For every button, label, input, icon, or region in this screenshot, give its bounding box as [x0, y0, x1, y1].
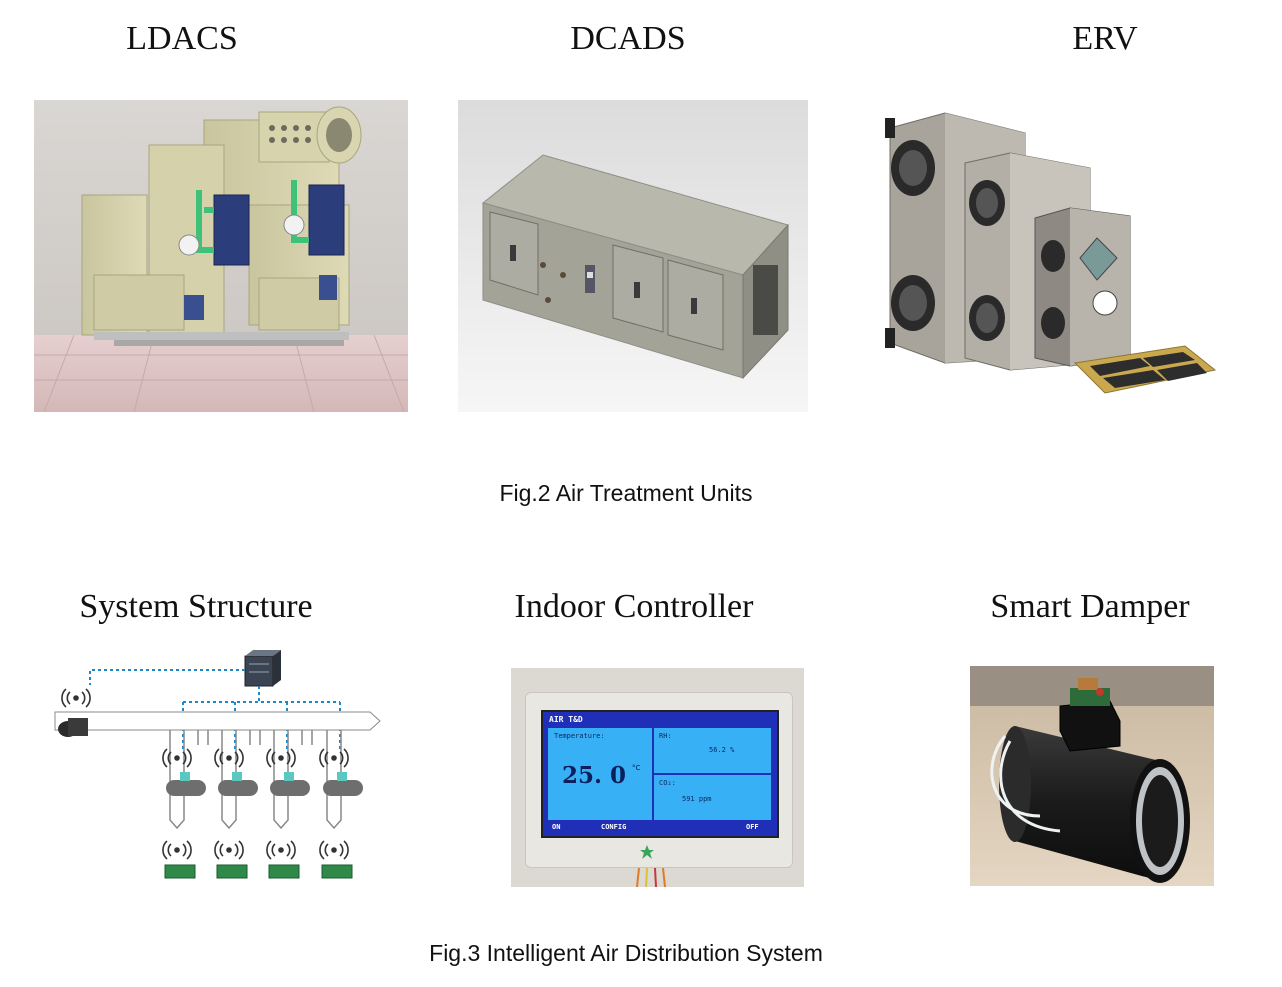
figure-3-caption: Fig.3 Intelligent Air Distribution Syste… — [429, 940, 823, 966]
rh-value: 56.2 % — [709, 746, 735, 754]
server-icon — [244, 650, 281, 687]
smart-damper-photo — [970, 666, 1214, 886]
system-structure-title: System Structure — [79, 588, 313, 625]
ldacs-title: LDACS — [126, 20, 238, 57]
on-button[interactable]: ON — [552, 823, 561, 831]
humidity-panel: RH: 56.2 % — [654, 728, 771, 773]
co2-value: 591 ppm — [682, 795, 712, 803]
dcads-image — [458, 100, 808, 412]
dcads-title: DCADS — [570, 20, 686, 57]
logo-icon — [639, 844, 655, 860]
co2-label: CO₂: — [659, 779, 676, 787]
off-button[interactable]: OFF — [746, 823, 759, 831]
temperature-unit: °C — [632, 764, 641, 772]
fan-icon — [58, 718, 88, 737]
sensor-board-icon — [164, 864, 353, 879]
temperature-panel: Temperature: 25. 0 °C — [548, 728, 652, 820]
config-button[interactable]: CONFIG — [601, 823, 627, 831]
smart-damper-title: Smart Damper — [990, 588, 1190, 625]
screen-header: AIR T&D — [549, 715, 583, 724]
cable-icon — [631, 868, 671, 887]
indoor-controller-photo: AIR T&D Temperature: 25. 0 °C RH: 56.2 %… — [511, 668, 804, 887]
co2-panel: CO₂: 591 ppm — [654, 775, 771, 820]
system-structure-diagram — [50, 650, 385, 890]
rh-label: RH: — [659, 732, 672, 740]
erv-title: ERV — [1072, 20, 1138, 57]
indoor-controller-title: Indoor Controller — [514, 588, 754, 625]
controller-screen: AIR T&D Temperature: 25. 0 °C RH: 56.2 %… — [541, 710, 779, 838]
figure-2-caption: Fig.2 Air Treatment Units — [499, 480, 753, 506]
erv-image — [885, 108, 1217, 404]
temperature-label: Temperature: — [554, 732, 605, 740]
ldacs-image — [34, 100, 408, 412]
damper-icon — [166, 772, 363, 796]
wireless-icon — [61, 688, 91, 708]
temperature-value: 25. 0 — [562, 762, 627, 789]
